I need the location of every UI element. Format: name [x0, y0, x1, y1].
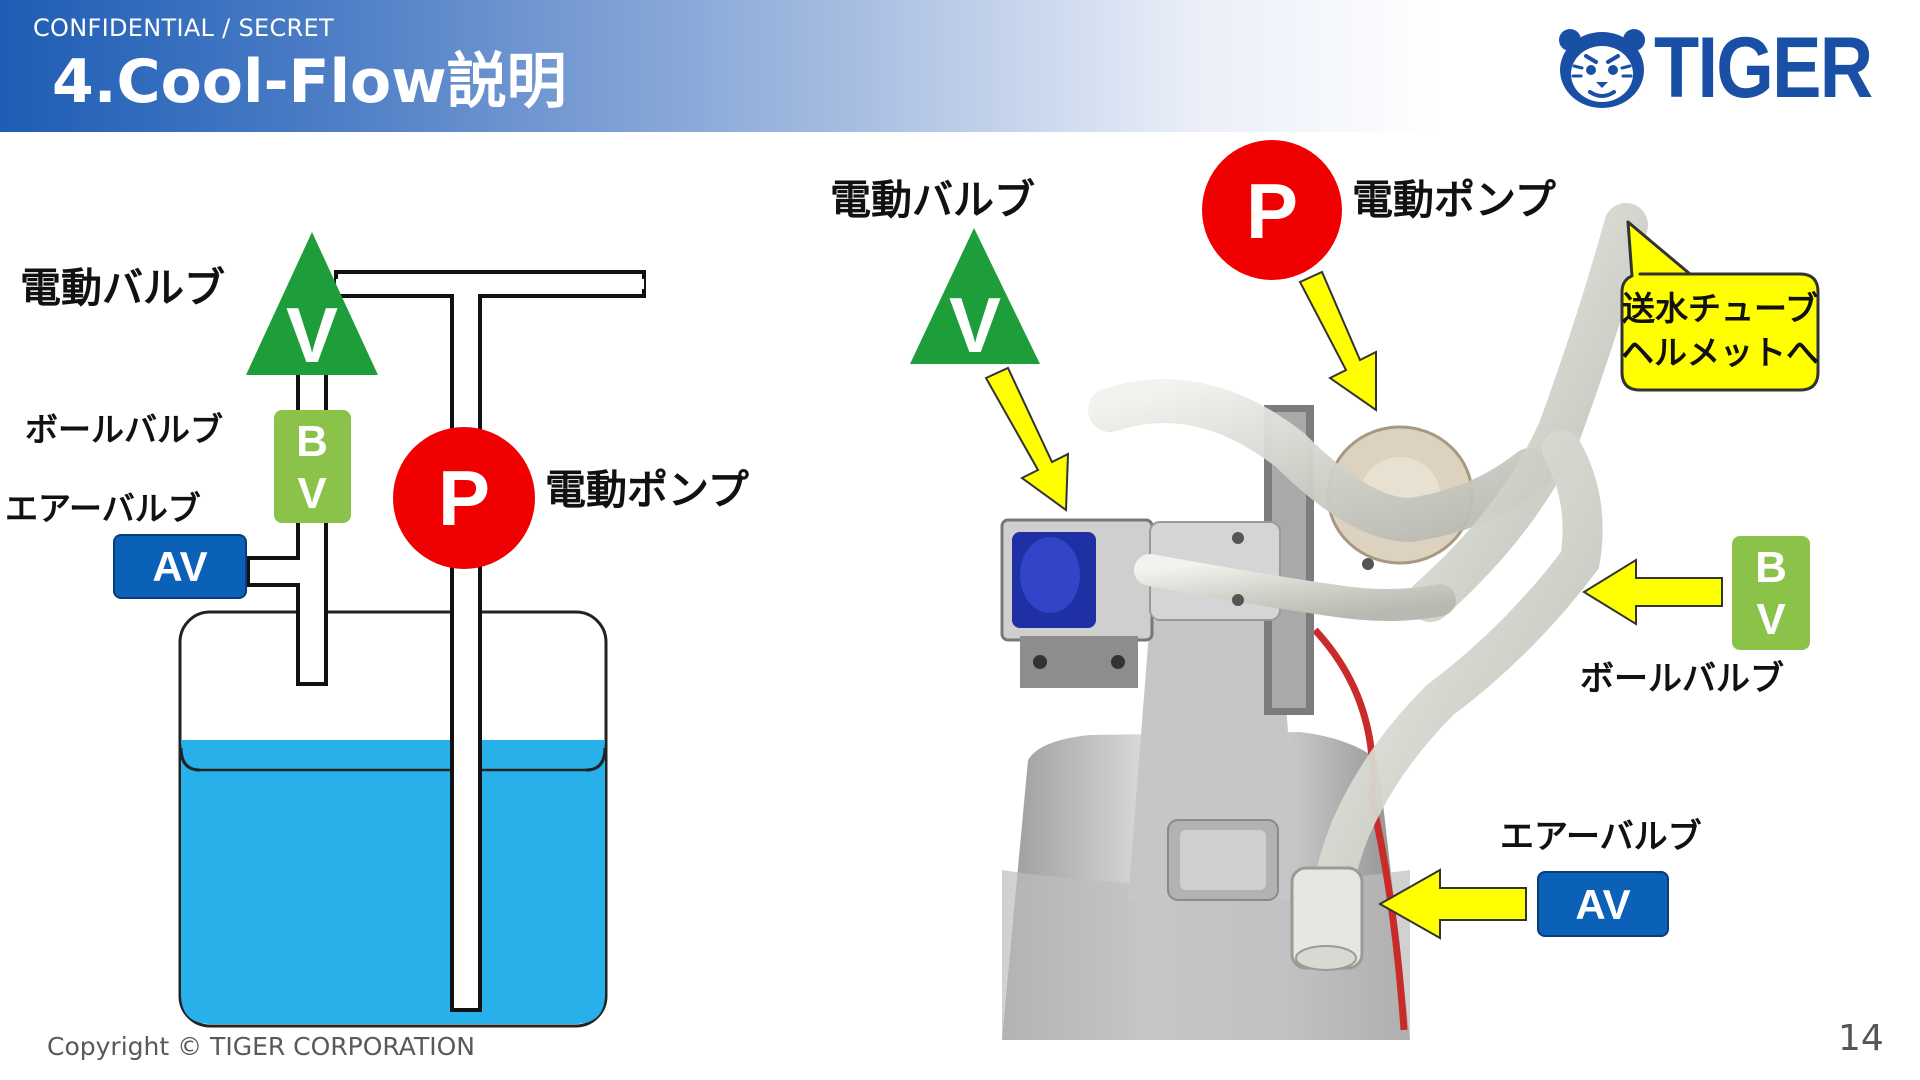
tiger-head-icon	[1559, 29, 1645, 108]
right-ball-valve-letter-v: V	[1756, 595, 1786, 644]
right-ball-valve-letter-b: B	[1755, 543, 1787, 592]
left-electric-pump-symbol: P	[393, 427, 535, 569]
right-pump-letter: P	[1246, 167, 1298, 255]
logo-text: TIGER	[1654, 20, 1873, 116]
left-electric-valve-symbol: V	[246, 232, 378, 379]
left-air-valve-label: エアーバルブ	[5, 489, 201, 528]
right-valve-letter: V	[949, 281, 1001, 369]
right-air-valve-label: エアーバルブ	[1500, 817, 1702, 857]
tank-diagram	[178, 270, 646, 1028]
left-air-valve-letters: AV	[152, 543, 207, 590]
right-electric-pump-label: 電動ポンプ	[1352, 176, 1556, 224]
left-electric-valve-label: 電動バルブ	[20, 264, 225, 312]
left-ball-valve-symbol: B V	[274, 410, 351, 523]
company-logo: TIGER	[1556, 24, 1907, 112]
right-air-valve-letters: AV	[1575, 881, 1630, 928]
page-title: 4.Cool-Flow説明	[52, 47, 567, 117]
left-ball-valve-letter-v: V	[297, 469, 327, 518]
left-pump-letter: P	[438, 454, 490, 542]
page-number: 14	[1838, 1018, 1884, 1059]
right-air-valve-symbol: AV	[1537, 871, 1669, 937]
right-ball-valve-symbol: B V	[1732, 536, 1810, 650]
left-ball-valve-letter-b: B	[296, 417, 328, 466]
cool-flow-unit-photo	[1000, 203, 1648, 1040]
callout-line-2: ヘルメットへ	[1621, 333, 1819, 372]
copyright-text: Copyright © TIGER CORPORATION	[47, 1032, 475, 1061]
confidential-label: CONFIDENTIAL / SECRET	[33, 14, 334, 42]
arrow-electric-valve	[984, 366, 1070, 512]
water-fill	[181, 748, 605, 1024]
water-tube-callout: 送水チューブ ヘルメットへ	[1620, 220, 1820, 392]
left-electric-pump-label: 電動ポンプ	[545, 466, 749, 514]
callout-line-1: 送水チューブ	[1622, 289, 1818, 328]
left-ball-valve-label: ボールバルブ	[25, 410, 223, 449]
right-electric-valve-label: 電動バルブ	[830, 176, 1035, 224]
arrow-electric-pump	[1298, 270, 1377, 412]
arrow-air-valve	[1377, 868, 1527, 940]
right-ball-valve-label: ボールバルブ	[1580, 659, 1784, 699]
arrow-ball-valve	[1582, 558, 1723, 626]
left-air-valve-symbol: AV	[113, 534, 247, 599]
left-valve-letter: V	[286, 291, 338, 379]
right-electric-valve-symbol: V	[910, 228, 1040, 369]
right-electric-pump-symbol: P	[1202, 140, 1342, 280]
